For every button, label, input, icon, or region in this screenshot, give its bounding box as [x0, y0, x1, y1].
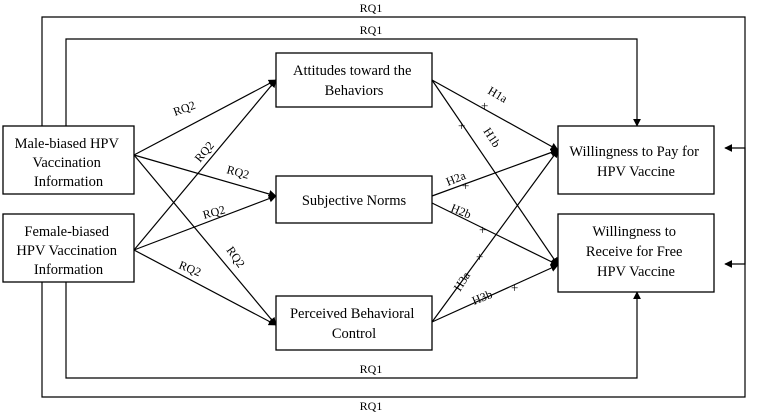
rq2-paths: [133, 79, 277, 326]
svg-text:Willingness to Pay for H: Willingness to Pay for HPV Vaccine: [569, 144, 702, 180]
h1a-attitudes-to-pay: [431, 79, 559, 151]
rq1-label-inner-bottom: RQ1: [360, 362, 383, 376]
rq1-label-outer-bottom: RQ1: [360, 399, 383, 413]
rq2-label-male-attitudes: RQ2: [171, 98, 197, 119]
h3b-control-to-free: [431, 264, 559, 323]
rq1-inner-bottom-line: [65, 282, 641, 379]
node-willingness-pay: Willingness to Pay for HPV Vaccine: [557, 125, 715, 195]
hypothesis-paths: [431, 79, 559, 323]
svg-text:Male-biased HPV Vaccinat: Male-biased HPV Vaccination Information: [15, 136, 123, 190]
rq2-female-to-control: [133, 249, 277, 326]
rq1-paths: [41, 16, 746, 398]
node-willingness-free: Willingness to Receive for Free HPV Vacc…: [557, 213, 715, 293]
rq2-label-male-norms: RQ2: [225, 162, 251, 181]
svg-text:Subjective Norms: Subjective Norms: [302, 193, 407, 209]
rq2-male-to-attitudes: [133, 79, 277, 156]
svg-text:Attitudes toward the Beh: Attitudes toward the Behaviors: [293, 63, 415, 99]
rq1-label-inner-top: RQ1: [360, 23, 383, 37]
node-perceived-control: Perceived Behavioral Control: [275, 295, 433, 351]
node-male-biased: Male-biased HPV Vaccination Information: [2, 125, 135, 195]
rq1-outer-top-line: [41, 16, 746, 268]
h2b-label: H2b: [449, 201, 473, 222]
svg-text:Willingness to Receive f: Willingness to Receive for Free HPV Vacc…: [586, 224, 686, 280]
h2a-norms-to-pay: [431, 148, 559, 197]
svg-text:Perceived Behavioral Con: Perceived Behavioral Control: [290, 306, 418, 342]
h2b-norms-to-free: [431, 202, 559, 266]
h3a-control-to-pay: [431, 149, 559, 323]
h1b-label: H1b: [480, 125, 503, 150]
rq2-label-female-norms: RQ2: [201, 203, 227, 222]
rq1-inner-top-line: [65, 38, 641, 127]
h1a-sign: +: [481, 98, 488, 113]
rq1-outer-bottom-line: [41, 144, 746, 398]
h3a-sign: +: [476, 249, 483, 264]
rq2-label-female-control: RQ2: [177, 258, 203, 279]
svg-text:Female-biased HPV Vaccin: Female-biased HPV Vaccination Informatio…: [16, 224, 120, 278]
node-female-biased: Female-biased HPV Vaccination Informatio…: [2, 213, 135, 283]
node-attitudes: Attitudes toward the Behaviors: [275, 52, 433, 108]
rq1-label-outer-top: RQ1: [360, 1, 383, 15]
h1a-label: H1a: [486, 83, 511, 105]
h3a-label: H3a: [451, 269, 474, 294]
rq2-label-female-attitudes: RQ2: [192, 139, 217, 165]
node-subjective-norms: Subjective Norms: [275, 175, 433, 224]
rq2-male-to-control: [133, 154, 277, 326]
h3b-sign: +: [511, 280, 518, 295]
rq2-male-to-norms: [133, 154, 277, 198]
h2a-sign: +: [462, 178, 469, 193]
h1b-sign: +: [458, 118, 465, 133]
h3b-label: H3b: [470, 287, 494, 308]
rq2-female-to-norms: [133, 194, 277, 251]
h2b-sign: +: [479, 222, 486, 237]
rq2-female-to-attitudes: [133, 79, 277, 251]
